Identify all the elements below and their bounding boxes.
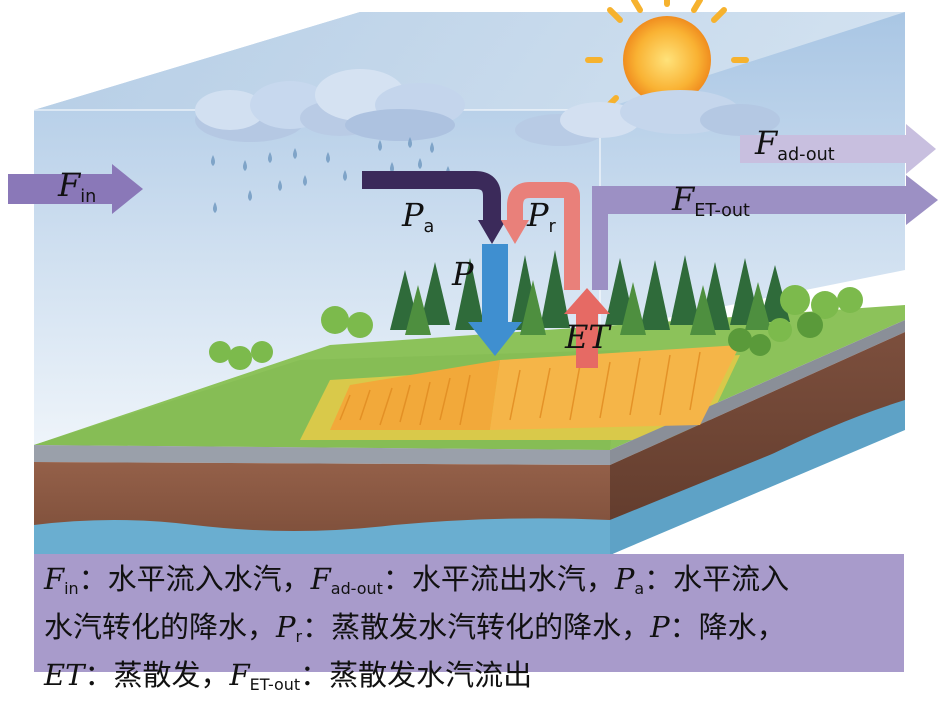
- raindrop-icon: [211, 137, 450, 213]
- label-f-et-out: FET-out: [672, 180, 750, 222]
- legend-row-3: ET：蒸散发，FET-out：蒸散发水汽流出: [44, 656, 904, 703]
- label-f-ad-out: Fad-out: [755, 124, 835, 166]
- legend-p-r-desc: ：蒸散发水汽转化的降水，: [302, 609, 651, 644]
- arrow-p: [468, 244, 522, 356]
- label-p-r: Pr: [527, 196, 556, 238]
- arrow-et: [564, 288, 610, 368]
- legend-et-desc: ：蒸散发，: [84, 657, 230, 692]
- legend-sym-f-in: Fin: [44, 562, 79, 598]
- legend-box: Fin：水平流入水汽，Fad-out：水平流出水汽，Pa：水平流入 水汽转化的降…: [34, 554, 904, 693]
- label-et: ET: [565, 318, 610, 356]
- legend-sym-f-et-out: FET-out: [229, 657, 301, 694]
- legend-sym-p-a: Pa: [614, 562, 645, 598]
- legend-f-ad-out-desc: ：水平流出水汽，: [382, 562, 615, 596]
- label-p-a: Pa: [402, 196, 435, 238]
- legend-sym-p: P: [650, 609, 670, 644]
- label-f-in: Fin: [58, 166, 97, 208]
- arrow-p-a: [362, 171, 506, 244]
- diagram-root: Fin Fad-out FET-out Pa Pr P ET Fin：水平流入水…: [8, 0, 938, 693]
- legend-p-desc: ：降水，: [669, 609, 786, 644]
- cloud-icon: [515, 90, 780, 146]
- legend-sym-p-r: Pr: [276, 609, 303, 646]
- tree-icon: [209, 250, 863, 370]
- scene-illustration: [8, 0, 938, 555]
- label-p: P: [452, 255, 474, 293]
- wheat-field: [330, 345, 740, 430]
- legend-sym-et: ET: [44, 657, 85, 692]
- legend-p-a-desc: ：水平流入: [644, 562, 790, 596]
- arrow-p-r: [501, 182, 580, 290]
- legend-sym-f-ad-out: Fad-out: [310, 562, 383, 598]
- legend-f-in-desc: ：水平流入水汽，: [78, 562, 311, 596]
- legend-p-a-desc-cont: 水汽转化的降水，: [44, 609, 277, 644]
- arrow-f-ad-out: [740, 124, 936, 174]
- legend-row-2: 水汽转化的降水，Pr：蒸散发水汽转化的降水，P：降水，: [44, 608, 904, 656]
- legend-row-1: Fin：水平流入水汽，Fad-out：水平流出水汽，Pa：水平流入: [44, 560, 904, 608]
- arrow-f-et-out: [592, 175, 938, 290]
- legend-f-et-out-desc: ：蒸散发水汽流出: [300, 657, 533, 692]
- cloud-icon: [195, 69, 465, 142]
- arrow-f-in: [8, 164, 143, 214]
